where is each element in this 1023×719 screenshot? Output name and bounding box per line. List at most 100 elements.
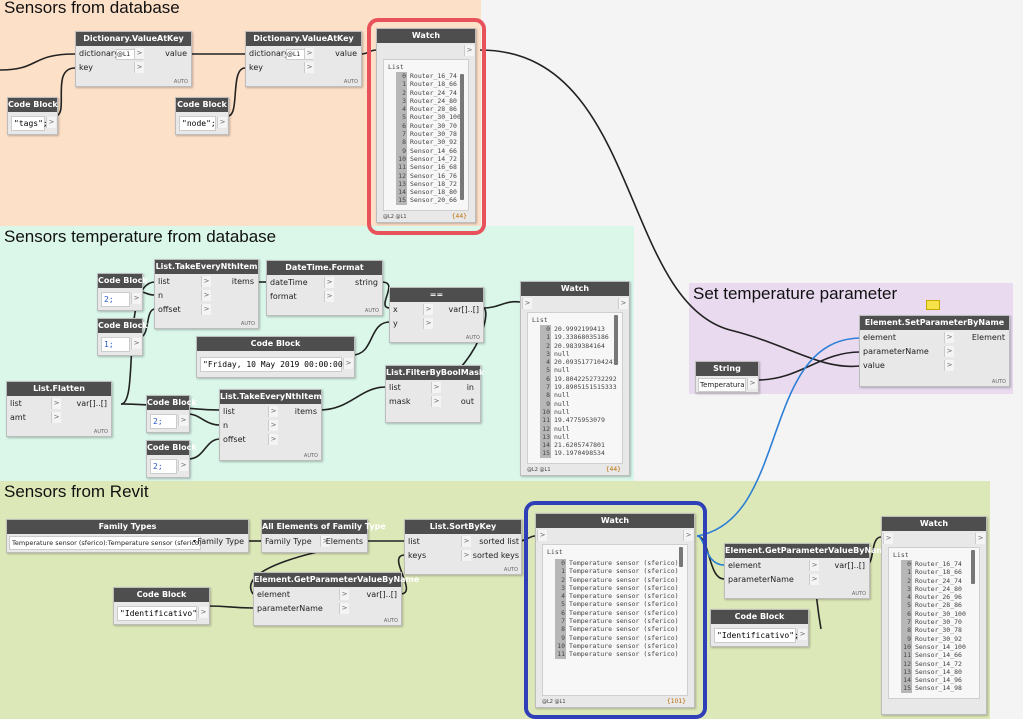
code-block-2[interactable]: Code Block 2; >: [146, 440, 197, 478]
offset-port[interactable]: >: [201, 304, 211, 315]
key-port[interactable]: >: [134, 62, 144, 73]
element-get-parameter-value-by-name-node[interactable]: Element.GetParameterValueByName element …: [253, 572, 419, 626]
elements-output-label[interactable]: Elements: [325, 537, 363, 546]
list-sort-by-key-node[interactable]: List.SortByKey list > keys > sorted list…: [404, 519, 522, 575]
dictionary-value-at-key-node[interactable]: Dictionary.ValueAtKey dictionary @L1 > k…: [75, 31, 192, 87]
scrollbar[interactable]: [971, 550, 975, 584]
element-port[interactable]: >: [809, 560, 819, 571]
list-take-every-nth-item-node[interactable]: List.TakeEveryNthItem list > n > offset …: [219, 389, 322, 461]
code-block-1[interactable]: Code Block 1; >: [97, 318, 148, 356]
output-port[interactable]: >: [178, 460, 188, 471]
mask-port[interactable]: >: [431, 396, 441, 407]
output-port[interactable]: >: [975, 533, 985, 544]
dictionary-value-at-key-node[interactable]: Dictionary.ValueAtKey dictionary @L1 > k…: [245, 31, 362, 87]
element-port[interactable]: >: [944, 332, 954, 343]
code-block-editor[interactable]: 2;: [150, 459, 177, 474]
var-output-label[interactable]: var[]..[]: [366, 590, 398, 599]
out-output-label[interactable]: out: [460, 397, 474, 406]
in-output-label[interactable]: in: [466, 383, 474, 392]
parametername-port[interactable]: >: [944, 346, 954, 357]
chevron-down-icon[interactable]: ▾: [193, 538, 197, 545]
family-types-node[interactable]: Family Types Temperature sensor (sferico…: [6, 519, 249, 553]
code-block-tags[interactable]: Code Block "tags"; >: [7, 97, 58, 135]
list-take-every-nth-item-node[interactable]: List.TakeEveryNthItem list > n > offset …: [154, 259, 259, 329]
output-port[interactable]: >: [747, 378, 757, 389]
list-port[interactable]: >: [461, 536, 471, 547]
var-output-label[interactable]: var[]..[]: [834, 561, 866, 570]
list-port[interactable]: >: [431, 382, 441, 393]
output-port[interactable]: >: [198, 607, 208, 618]
list-port[interactable]: >: [51, 398, 61, 409]
scrollbar[interactable]: [614, 315, 618, 365]
code-block-editor[interactable]: "Friday, 10 May 2019 00:00:00";: [200, 357, 352, 372]
keys-port[interactable]: >: [461, 550, 471, 561]
input-port[interactable]: >: [522, 298, 532, 309]
family-type-port[interactable]: >: [320, 536, 330, 547]
y-port[interactable]: >: [423, 318, 433, 329]
element-set-parameter-by-name-node[interactable]: Element.SetParameterByName element > par…: [859, 315, 1010, 387]
all-elements-of-family-type-node[interactable]: All Elements of Family Type Family Type …: [261, 519, 386, 553]
output-port[interactable]: >: [131, 338, 141, 349]
code-block-editor[interactable]: "tags";: [11, 116, 48, 131]
code-block-editor[interactable]: 2;: [101, 292, 130, 307]
code-block-editor[interactable]: "Identificativo";: [117, 606, 202, 621]
datetime-format-node[interactable]: DateTime.Format dateTime > format > stri…: [266, 260, 383, 316]
value-output-label[interactable]: value: [165, 49, 187, 58]
offset-port[interactable]: >: [268, 434, 278, 445]
output-port[interactable]: >: [178, 415, 188, 426]
code-block-identificativo[interactable]: Code Block "Identificativo"; >: [113, 587, 210, 625]
var-output-label[interactable]: var[]..[]: [448, 305, 480, 314]
dictionary-port[interactable]: >: [304, 48, 314, 59]
output-port[interactable]: >: [683, 530, 693, 541]
output-port[interactable]: >: [46, 117, 56, 128]
list-port[interactable]: >: [201, 276, 211, 287]
list-flatten-node[interactable]: List.Flatten list > amt > var[]..[] AUTO: [6, 381, 112, 437]
output-port[interactable]: >: [618, 298, 628, 309]
family-type-dropdown[interactable]: Temperature sensor (sferico):Temperature…: [9, 536, 201, 550]
output-port[interactable]: >: [131, 293, 141, 304]
code-block-2[interactable]: Code Block 2; >: [97, 273, 148, 311]
n-port[interactable]: >: [268, 420, 278, 431]
equals-node[interactable]: == x > y > var[]..[] AUTO: [389, 287, 484, 343]
datetime-port[interactable]: >: [324, 277, 334, 288]
input-port[interactable]: >: [537, 530, 547, 541]
value-output-label[interactable]: value: [335, 49, 357, 58]
element-output-label[interactable]: Element: [971, 333, 1005, 342]
output-port[interactable]: >: [217, 117, 227, 128]
code-block-editor[interactable]: 1;: [101, 337, 130, 352]
n-port[interactable]: >: [201, 290, 211, 301]
parametername-port[interactable]: >: [809, 574, 819, 585]
items-output-label[interactable]: items: [294, 407, 317, 416]
code-block-editor[interactable]: "node";: [179, 116, 216, 131]
element-get-parameter-value-by-name-node[interactable]: Element.GetParameterValueByName element …: [724, 543, 890, 599]
value-port[interactable]: >: [944, 360, 954, 371]
code-block-editor[interactable]: 2;: [150, 414, 177, 429]
code-block-node-key[interactable]: Code Block "node"; >: [175, 97, 229, 135]
dictionary-port[interactable]: >: [134, 48, 144, 59]
string-node[interactable]: String Temperatura >: [695, 361, 759, 393]
output-port[interactable]: >: [343, 358, 353, 369]
output-port[interactable]: >: [797, 629, 807, 640]
sorted-list-output-label[interactable]: sorted list: [479, 537, 519, 546]
x-port[interactable]: >: [423, 304, 433, 315]
var-output-label[interactable]: var[]..[]: [76, 399, 108, 408]
element-port[interactable]: >: [339, 589, 349, 600]
sorted-keys-output-label[interactable]: sorted keys: [472, 551, 519, 560]
code-block-editor[interactable]: "Identificativo";: [714, 628, 799, 643]
code-block-date-string[interactable]: Code Block "Friday, 10 May 2019 00:00:00…: [196, 336, 355, 378]
key-port[interactable]: >: [304, 62, 314, 73]
amt-port[interactable]: >: [51, 412, 61, 423]
string-value-input[interactable]: Temperatura: [698, 378, 746, 392]
parametername-port[interactable]: >: [339, 603, 349, 614]
list-filter-by-bool-mask-node[interactable]: List.FilterByBoolMask list > mask > in o…: [385, 365, 484, 423]
input-port[interactable]: >: [883, 533, 893, 544]
family-type-output-label[interactable]: Family Type: [197, 537, 244, 546]
scrollbar[interactable]: [460, 74, 464, 200]
list-port[interactable]: >: [268, 406, 278, 417]
